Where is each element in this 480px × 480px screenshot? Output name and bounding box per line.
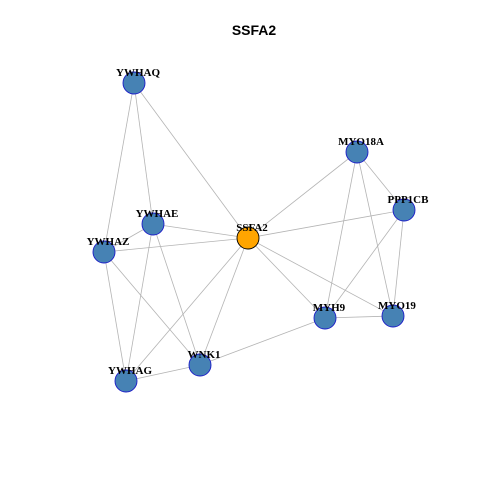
- node-circle: [313, 306, 337, 330]
- edge-ssfa2-ywhae: [152, 223, 249, 239]
- edge-ssfa2-myo18a: [247, 151, 358, 239]
- node-circle: [114, 369, 138, 393]
- node-circle: [381, 304, 405, 328]
- node-label: YWHAZ: [87, 236, 130, 248]
- edge-ssfa2-ywhaz: [103, 237, 249, 253]
- node-ywhaq: YWHAQ: [116, 67, 160, 95]
- edge-ssfa2-ywhaq: [133, 82, 249, 239]
- node-label: SSFA2: [236, 222, 268, 234]
- node-ywhae: YWHAE: [136, 208, 179, 236]
- node-label: YWHAQ: [116, 67, 160, 79]
- node-label: PPP1CB: [388, 194, 430, 206]
- node-circle: [345, 140, 369, 164]
- node-ywhaz: YWHAZ: [87, 236, 130, 264]
- edge-ssfa2-ppp1cb: [247, 209, 405, 239]
- edge-ywhaz-wnk1: [103, 251, 201, 366]
- edge-ppp1cb-myh9: [324, 209, 405, 319]
- node-label: YWHAG: [108, 365, 152, 377]
- node-circle: [141, 212, 165, 236]
- node-label: MYO19: [378, 300, 416, 312]
- edge-ssfa2-wnk1: [199, 237, 249, 366]
- node-myh9: MYH9: [313, 302, 346, 330]
- edge-ppp1cb-myo19: [392, 209, 405, 317]
- edge-ywhaq-ywhae: [133, 82, 154, 225]
- node-label: MYO18A: [338, 136, 384, 148]
- edge-ywhae-wnk1: [152, 223, 201, 366]
- node-label: MYH9: [313, 302, 346, 314]
- edge-wnk1-myh9: [199, 317, 326, 366]
- edge-myo18a-myh9: [324, 151, 358, 319]
- edge-myo18a-ppp1cb: [356, 151, 405, 211]
- edge-ssfa2-myo19: [247, 237, 394, 317]
- node-myo19: MYO19: [378, 300, 416, 328]
- diagram-title: SSFA2: [232, 22, 277, 38]
- edge-ywhaq-ywhaz: [103, 82, 135, 253]
- edge-myo18a-myo19: [356, 151, 394, 317]
- node-wnk1: WNK1: [188, 349, 221, 377]
- node-ssfa2: SSFA2: [236, 222, 268, 250]
- node-ppp1cb: PPP1CB: [388, 194, 430, 222]
- nodes: SSFA2 YWHAQ MYO18A PPP1CB YWHAE YWHAZ MYH9 MYO1…: [87, 67, 430, 393]
- node-circle: [188, 353, 212, 377]
- node-circle: [392, 198, 416, 222]
- node-label: YWHAE: [136, 208, 179, 220]
- edge-ywhaz-ywhag: [103, 251, 127, 382]
- node-myo18a: MYO18A: [338, 136, 384, 164]
- node-circle: [92, 240, 116, 264]
- node-circle: [236, 226, 260, 250]
- edge-ssfa2-ywhag: [125, 237, 249, 382]
- node-label: WNK1: [188, 349, 221, 361]
- node-circle: [122, 71, 146, 95]
- node-ywhag: YWHAG: [108, 365, 152, 393]
- edge-ywhag-wnk1: [125, 364, 201, 382]
- edge-ssfa2-myh9: [247, 237, 326, 319]
- edge-ywhae-ywhag: [125, 223, 154, 382]
